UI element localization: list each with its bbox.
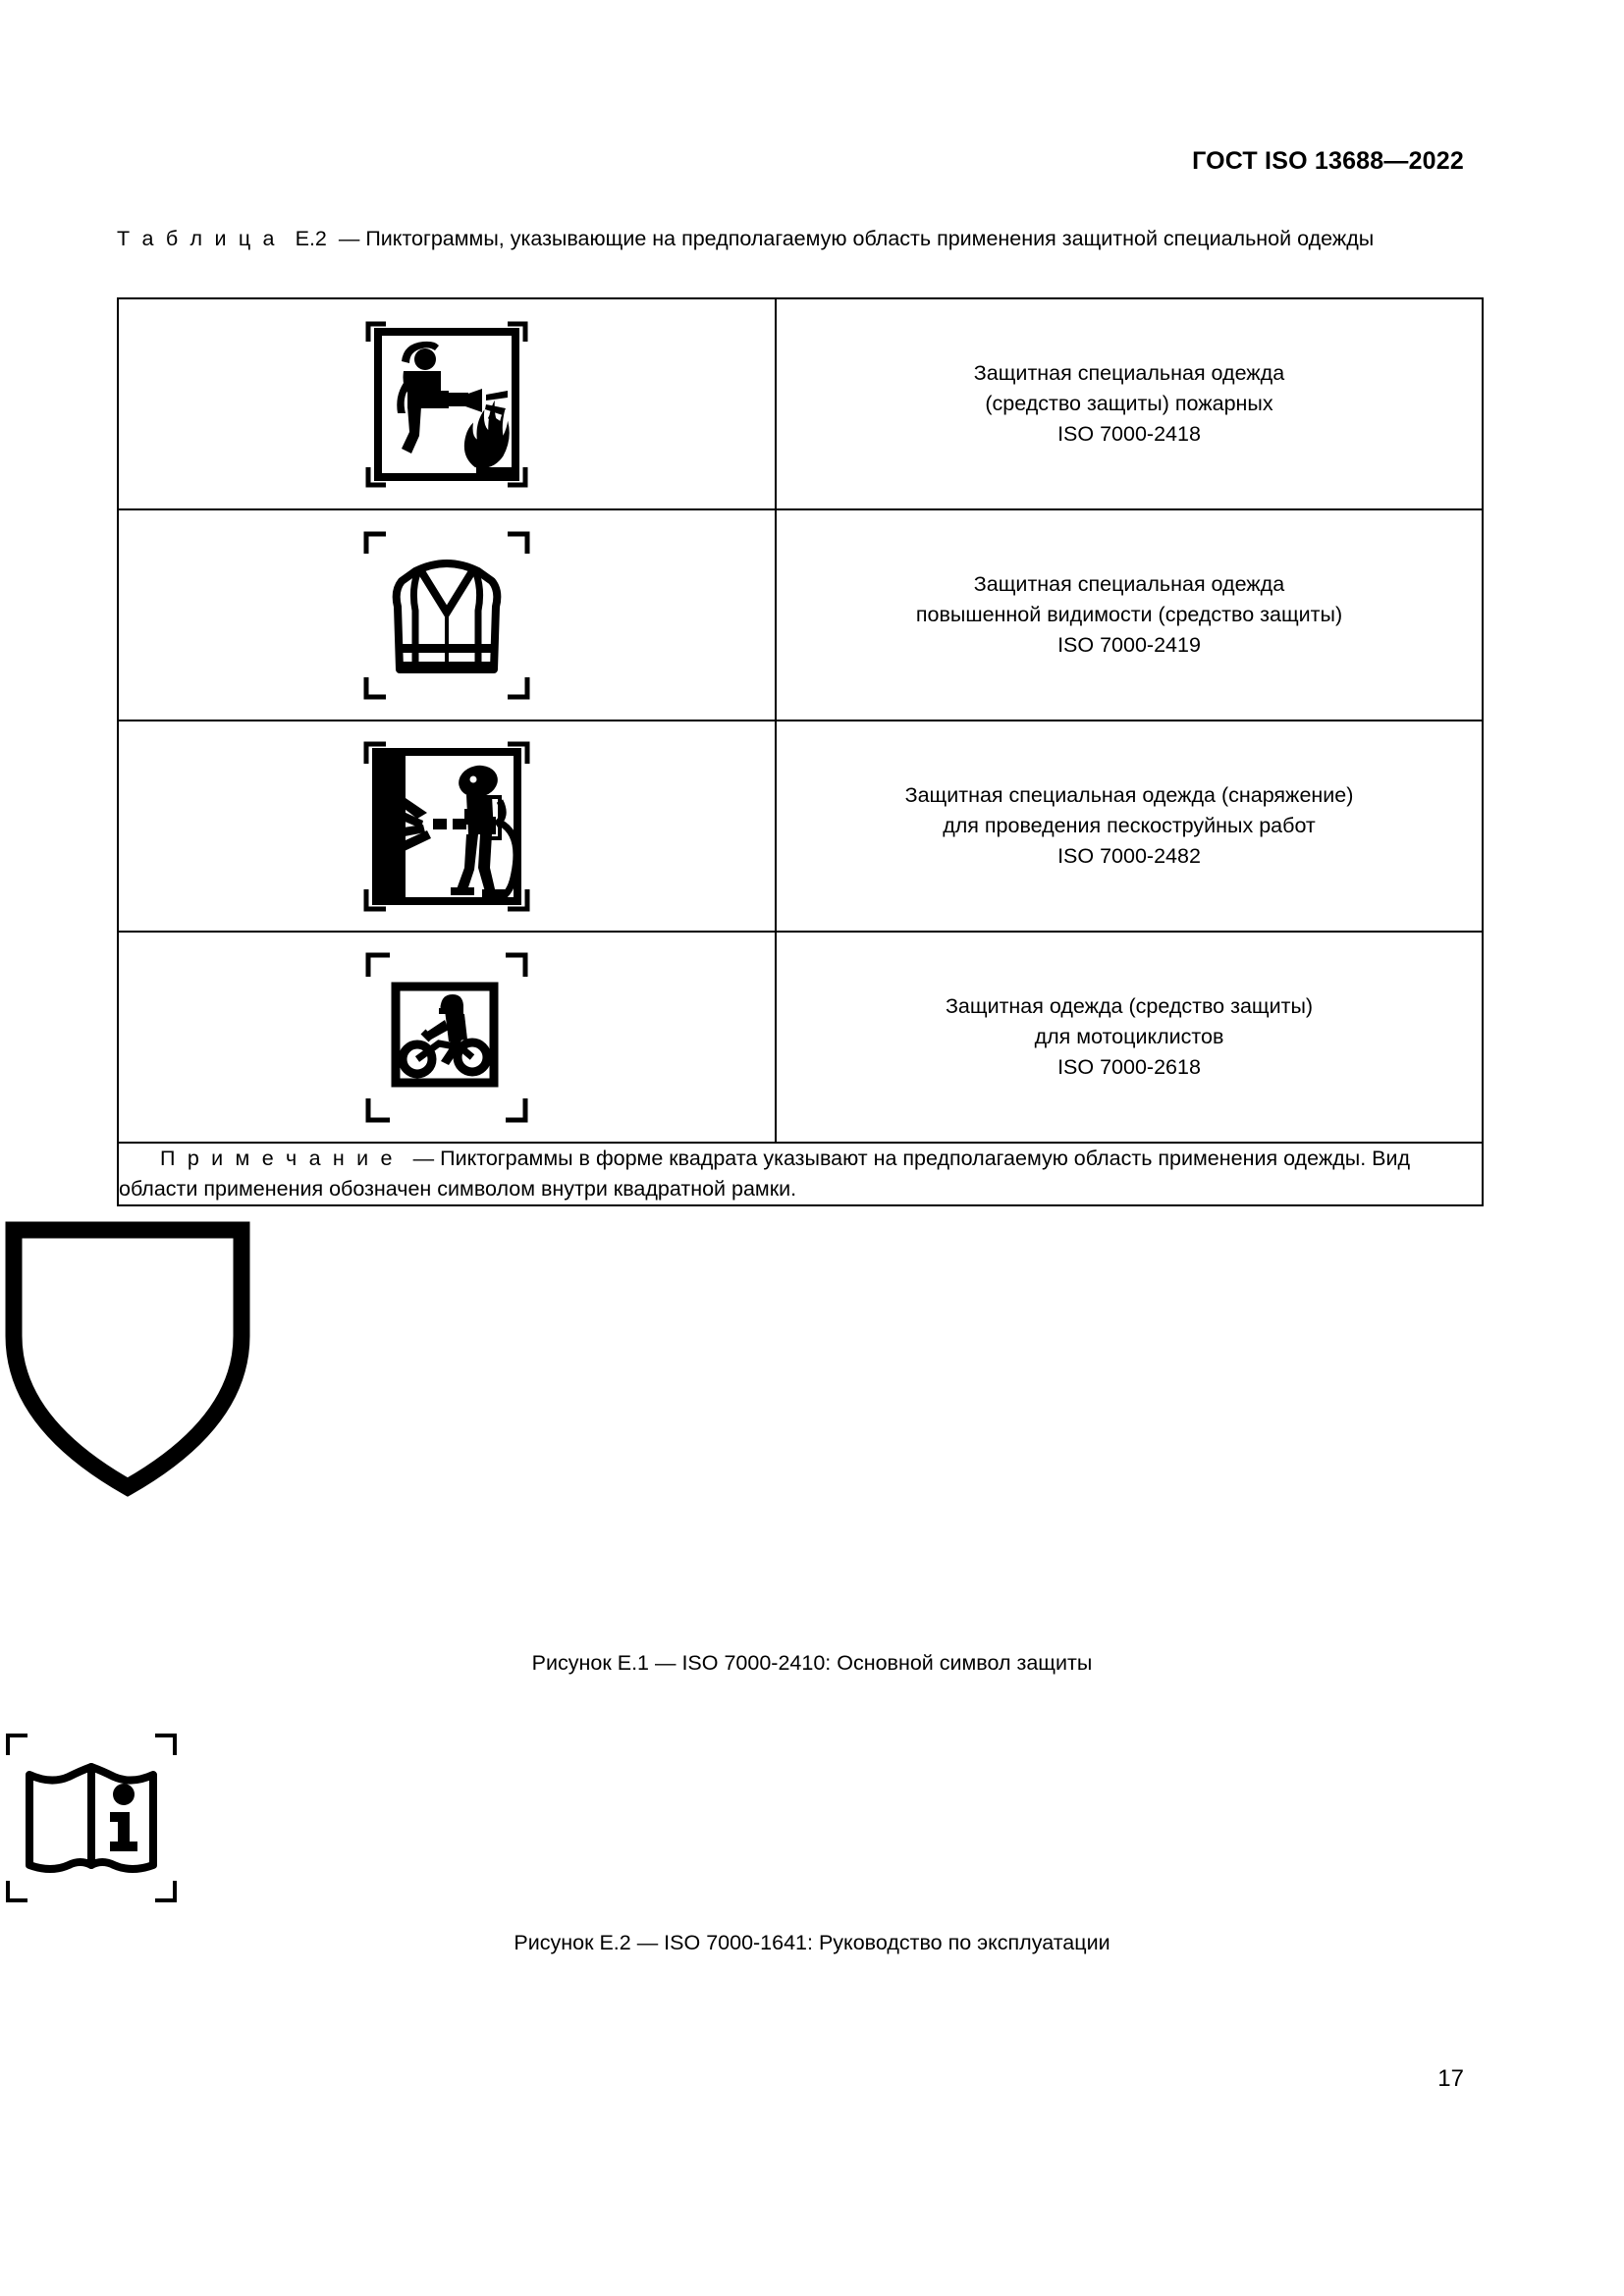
shield-basic-protection-symbol: [0, 1220, 1624, 1497]
pictogram-cell-high-visibility: [117, 508, 777, 721]
description-line-1: Защитная одежда (средство защиты): [945, 994, 1314, 1018]
description-line-1: Защитная специальная одежда (снаряжение): [904, 783, 1354, 807]
figure-e1-caption: Рисунок Е.1 — ISO 7000-2410: Основной си…: [531, 1651, 1093, 1675]
table-caption-number: Е.2: [295, 227, 327, 250]
pictogram-description-high-visibility: Защитная специальная одежда повышенной в…: [775, 508, 1484, 721]
description-line-2: повышенной видимости (средство защиты): [915, 603, 1343, 626]
description-line-2: для проведения пескоструйных работ: [943, 814, 1316, 837]
firefighter-pictogram: [364, 320, 529, 489]
description-line-2: для мотоциклистов: [1034, 1025, 1224, 1048]
pictogram-cell-firefighter: [117, 297, 777, 510]
instruction-manual-book-symbol: [0, 1728, 1624, 1908]
table-caption: Т а б л и ц а Е.2 — Пиктограммы, указыва…: [117, 224, 1484, 253]
high-visibility-vest-pictogram: [360, 528, 533, 703]
document-header-standard-number: ГОСТ ISO 13688—2022: [1192, 147, 1464, 175]
pictogram-description-motorcyclist: Защитная одежда (средство защиты) для мо…: [775, 931, 1484, 1144]
table-caption-text: — Пиктограммы, указывающие на предполага…: [338, 227, 1375, 250]
table-note-text: — Пиктограммы в форме квадрата указывают…: [119, 1147, 1411, 1201]
pictogram-cell-motorcyclist: [117, 931, 777, 1144]
iso-reference: ISO 7000-2618: [1057, 1055, 1201, 1079]
table-caption-label: Т а б л и ц а: [117, 227, 278, 250]
table-note-row: П р и м е ч а н и е — Пиктограммы в форм…: [117, 1142, 1484, 1206]
figure-e2-caption: Рисунок Е.2 — ISO 7000-1641: Руководство…: [514, 1931, 1110, 1954]
iso-reference: ISO 7000-2482: [1057, 844, 1201, 868]
iso-reference: ISO 7000-2419: [1057, 633, 1201, 657]
figure-e1-artwork: [0, 1220, 1624, 1497]
pictogram-cell-sandblasting: [117, 720, 777, 933]
pictogram-description-sandblasting: Защитная специальная одежда (снаряжение)…: [775, 720, 1484, 933]
table-row: Защитная специальная одежда повышенной в…: [117, 508, 1484, 721]
motorcyclist-pictogram: [362, 949, 531, 1126]
table-note-label: П р и м е ч а н и е: [160, 1147, 396, 1170]
description-line-1: Защитная специальная одежда: [973, 361, 1285, 385]
description-line-2: (средство защиты) пожарных: [985, 392, 1273, 415]
iso-reference: ISO 7000-2418: [1057, 422, 1201, 446]
table-row: Защитная одежда (средство защиты) для мо…: [117, 931, 1484, 1144]
figure-e2-artwork: [0, 1728, 1624, 1908]
pictogram-table: Защитная специальная одежда (средство за…: [117, 297, 1484, 1206]
sandblasting-pictogram: [362, 740, 531, 913]
pictogram-description-firefighter: Защитная специальная одежда (средство за…: [775, 297, 1484, 510]
description-line-1: Защитная специальная одежда: [973, 572, 1285, 596]
page-number: 17: [1437, 2065, 1464, 2092]
table-row: Защитная специальная одежда (снаряжение)…: [117, 720, 1484, 933]
table-row: Защитная специальная одежда (средство за…: [117, 297, 1484, 510]
table-note: П р и м е ч а н и е — Пиктограммы в форм…: [117, 1142, 1484, 1206]
